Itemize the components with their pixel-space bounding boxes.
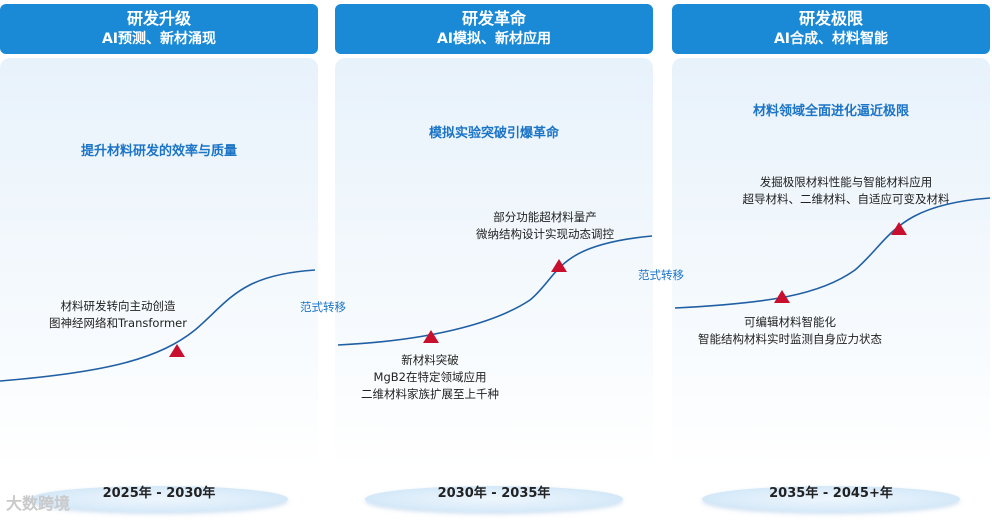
stage-header-1: 研发升级 AI预测、新材涌现 bbox=[0, 4, 318, 54]
milestone-marker-5 bbox=[891, 222, 907, 235]
stage-body-2 bbox=[335, 58, 653, 470]
year-base-1 bbox=[30, 486, 288, 512]
year-base-2 bbox=[365, 486, 623, 512]
year-label-2: 2030年 - 2035年 bbox=[437, 486, 551, 501]
note-line: 二维材料家族扩展至上千种 bbox=[361, 387, 499, 401]
stage-note-1a: 材料研发转向主动创造 图神经网络和Transformer bbox=[28, 298, 208, 332]
stage-note-3b: 发掘极限材料性能与智能材料应用 超导材料、二维材料、自适应可变及材料 bbox=[726, 174, 966, 208]
stage-title-1: 研发升级 bbox=[126, 9, 191, 28]
growth-curve-2 bbox=[337, 235, 653, 346]
stage-theme-1: 提升材料研发的效率与质量 bbox=[80, 144, 237, 159]
paradigm-shift-label-2: 范式转移 bbox=[638, 268, 684, 282]
year-base-3 bbox=[702, 486, 960, 512]
stage-panel-1: 研发升级 AI预测、新材涌现 提升材料研发的效率与质量 材料研发转向主动创造 图… bbox=[0, 0, 318, 470]
growth-curve-1 bbox=[0, 269, 316, 382]
stage-theme-2: 模拟实验突破引爆革命 bbox=[428, 126, 559, 141]
stage-note-2b: 部分功能超材料量产 微纳结构设计实现动态调控 bbox=[465, 209, 625, 243]
note-line: 部分功能超材料量产 bbox=[493, 210, 597, 224]
note-line: 可编辑材料智能化 bbox=[744, 315, 836, 329]
stage-subtitle-2: AI模拟、新材应用 bbox=[436, 31, 552, 47]
year-label-3: 2035年 - 2045+年 bbox=[769, 486, 893, 501]
note-line: 图神经网络和Transformer bbox=[48, 316, 187, 330]
stage-body-3 bbox=[672, 58, 990, 470]
year-label-1: 2025年 - 2030年 bbox=[102, 486, 216, 501]
stage-theme-3: 材料领域全面进化逼近极限 bbox=[752, 104, 909, 119]
stage-title-3: 研发极限 bbox=[798, 9, 863, 28]
stage-panel-2: 研发革命 AI模拟、新材应用 模拟实验突破引爆革命 新材料突破 MgB2在特定领… bbox=[335, 0, 653, 470]
stage-panel-3: 研发极限 AI合成、材料智能 材料领域全面进化逼近极限 可编辑材料智能化 智能结… bbox=[672, 0, 990, 470]
paradigm-shift-label-1: 范式转移 bbox=[300, 300, 346, 314]
stage-note-3a: 可编辑材料智能化 智能结构材料实时监测自身应力状态 bbox=[680, 314, 900, 348]
milestone-marker-4 bbox=[774, 290, 790, 303]
stage-body-1 bbox=[0, 58, 318, 470]
note-line: 发掘极限材料性能与智能材料应用 bbox=[759, 175, 933, 189]
note-line: 超导材料、二维材料、自适应可变及材料 bbox=[742, 192, 950, 206]
note-line: 新材料突破 bbox=[401, 353, 459, 367]
milestone-marker-2 bbox=[423, 330, 439, 343]
stage-note-2a: 新材料突破 MgB2在特定领域应用 二维材料家族扩展至上千种 bbox=[335, 352, 525, 403]
note-line: MgB2在特定领域应用 bbox=[373, 370, 487, 384]
stage-header-3: 研发极限 AI合成、材料智能 bbox=[672, 4, 990, 54]
note-line: 微纳结构设计实现动态调控 bbox=[476, 227, 614, 241]
note-line: 智能结构材料实时监测自身应力状态 bbox=[698, 332, 882, 346]
stage-header-2: 研发革命 AI模拟、新材应用 bbox=[335, 4, 653, 54]
milestone-marker-3 bbox=[551, 259, 567, 272]
growth-curve-3 bbox=[674, 197, 991, 309]
note-line: 材料研发转向主动创造 bbox=[60, 299, 176, 313]
stage-subtitle-1: AI预测、新材涌现 bbox=[101, 31, 217, 47]
stage-title-2: 研发革命 bbox=[461, 9, 526, 28]
watermark-logo: 大数跨境 bbox=[6, 494, 71, 513]
stage-subtitle-3: AI合成、材料智能 bbox=[773, 31, 889, 47]
milestone-marker-1 bbox=[169, 344, 185, 357]
